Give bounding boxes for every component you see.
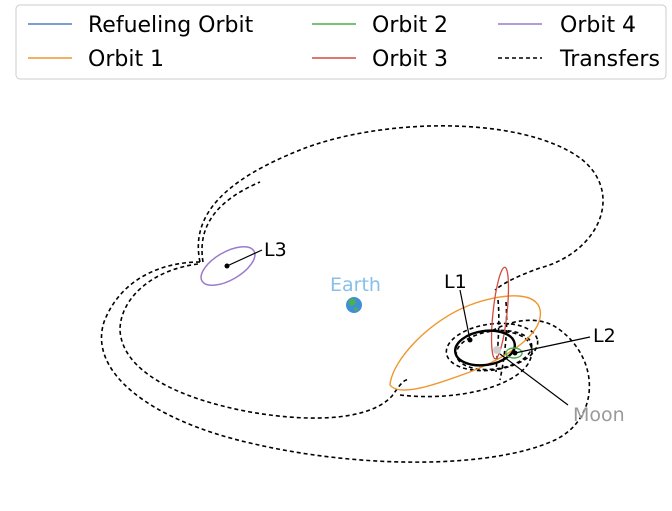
legend-entry-transfers: Transfers xyxy=(498,47,660,72)
lagrange-l3: L3 xyxy=(224,239,287,269)
lagrange-l1: L1 xyxy=(444,271,473,343)
legend: Refueling Orbit Orbit 1 Orbit 2 Orbit 3 … xyxy=(15,4,667,80)
moon-label: Moon xyxy=(573,404,625,426)
refueling-orbit-path xyxy=(453,329,517,367)
l2-leader-line xyxy=(514,336,591,354)
transfer-vertical-1 xyxy=(495,299,500,373)
legend-entry-orbit-1: Orbit 1 xyxy=(28,47,164,72)
legend-label-orbit-2: Orbit 2 xyxy=(372,13,448,38)
moon-body-icon xyxy=(493,346,501,354)
earth-land-shape xyxy=(349,298,358,311)
transfer-upper-loop xyxy=(197,125,604,291)
moon: Moon xyxy=(493,346,625,426)
legend-label-transfers: Transfers xyxy=(559,47,660,72)
moon-leader-line xyxy=(499,353,569,406)
l1-leader-line xyxy=(459,289,471,341)
l3-leader-line xyxy=(226,249,263,267)
legend-label-orbit-3: Orbit 3 xyxy=(372,47,448,72)
legend-label-orbit-1: Orbit 1 xyxy=(88,47,164,72)
orbit-4-path xyxy=(200,245,256,287)
transfer-return-arc xyxy=(399,331,533,398)
legend-label-orbit-4: Orbit 4 xyxy=(560,13,636,38)
transfer-upper-loop-inner xyxy=(201,181,261,263)
legend-entry-orbit-2: Orbit 2 xyxy=(312,13,448,38)
transfer-lower-outer-loop xyxy=(100,261,591,463)
earth: Earth xyxy=(330,274,381,313)
legend-label-refueling-orbit: Refueling Orbit xyxy=(88,13,254,38)
legend-entry-orbit-4: Orbit 4 xyxy=(498,13,636,38)
orbit-1-path xyxy=(389,295,541,391)
transfer-lower-inner-loop xyxy=(119,263,411,419)
l3-label: L3 xyxy=(264,239,287,261)
orbit-2-path xyxy=(505,347,523,359)
l2-label: L2 xyxy=(593,325,616,347)
l1-label: L1 xyxy=(444,271,467,293)
orbit-3-path xyxy=(490,266,510,360)
transfer-vertical-2 xyxy=(499,301,508,381)
legend-entry-refueling-orbit: Refueling Orbit xyxy=(28,13,254,38)
lagrange-l2: L2 xyxy=(512,325,616,356)
legend-entry-orbit-3: Orbit 3 xyxy=(312,47,448,72)
earth-label: Earth xyxy=(330,274,381,296)
